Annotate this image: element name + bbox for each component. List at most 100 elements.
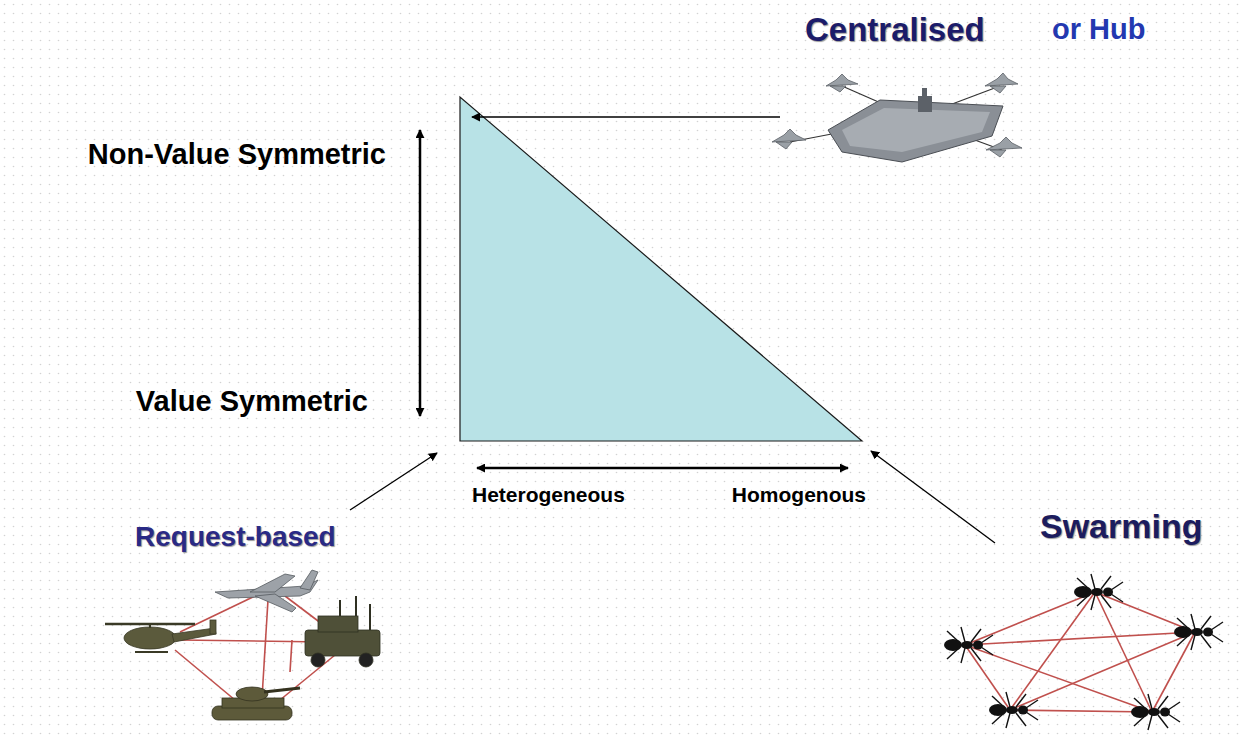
swarm-group-part-part xyxy=(961,641,973,649)
swarm-group-part-part xyxy=(973,641,983,650)
swarm-group-part-part xyxy=(1211,634,1223,642)
mode-heading-box: Swarming xyxy=(1040,507,1202,546)
carrier-group-part xyxy=(772,73,1022,157)
swarm-group-part xyxy=(944,627,993,663)
axis-arrow-part xyxy=(477,467,848,470)
swarm-group-part-part xyxy=(1168,714,1180,722)
swarm-group-part-part xyxy=(1131,706,1149,718)
axis-label-box: Non-Value Symmetric xyxy=(88,138,386,171)
swarm-group-part-part xyxy=(1101,576,1111,589)
pointer-arrow-part xyxy=(350,453,437,510)
carrier-group-part-part xyxy=(985,73,1018,93)
request-group-part-part xyxy=(172,628,216,642)
swarm-group-part-part xyxy=(1026,712,1038,720)
swarm-group-part xyxy=(965,645,1152,712)
swarm-group-part xyxy=(965,645,1010,710)
request-group xyxy=(105,570,380,720)
swarm-group-part-part xyxy=(1111,594,1123,602)
swarm-group-part xyxy=(965,632,1195,645)
carrier-group-part-part xyxy=(986,137,1022,157)
swarm-group-part-part xyxy=(1174,626,1192,638)
carrier-group-part xyxy=(918,96,932,112)
request-group-part-part xyxy=(180,596,255,632)
axis-label-box: Heterogeneous xyxy=(472,483,625,507)
swarm-group-part-part xyxy=(1006,692,1010,707)
swarm-group-part-part xyxy=(1101,595,1111,608)
request-group-part-part xyxy=(318,616,358,632)
request-group-part-part xyxy=(124,627,176,649)
swarm-group-part-part xyxy=(1158,715,1168,728)
swarm-group-part-part xyxy=(981,635,993,643)
request-group-part-part xyxy=(180,640,325,642)
swarm-group-part-part xyxy=(1201,635,1211,648)
hub-heading-box: Centralised xyxy=(805,11,985,49)
swarm-group-part-part xyxy=(1191,628,1203,636)
axis-label-box: Homogenous xyxy=(732,483,866,507)
swarm-group-part-part xyxy=(1006,706,1018,714)
pointer-arrow xyxy=(350,117,995,543)
swarm-group-part-part xyxy=(1016,713,1026,726)
swarm-group-part-part xyxy=(971,648,981,661)
mode-heading: Swarming xyxy=(1040,507,1202,546)
mode-heading: Request-based xyxy=(135,521,336,553)
request-group-part-part xyxy=(311,653,325,667)
swarm-group-part-part xyxy=(981,647,993,655)
swarm-group xyxy=(944,574,1223,730)
swarm-group-part-part xyxy=(1201,616,1211,629)
axis-arrow xyxy=(420,130,848,468)
swarm-group-part-part xyxy=(1006,713,1010,728)
swarm-group-part-part xyxy=(1103,588,1113,597)
swarm-group-part-part xyxy=(961,648,965,663)
request-group-part-part xyxy=(135,651,168,653)
request-group-part-part xyxy=(149,624,151,628)
swarm-group-part-part xyxy=(961,627,965,642)
swarm-group-part xyxy=(989,692,1038,728)
hub-heading-box: or Hub xyxy=(1052,13,1145,46)
request-group-part-part xyxy=(339,600,341,616)
carrier-group-part xyxy=(828,100,1003,162)
request-group-part-part xyxy=(264,688,300,692)
swarm-group-part-part xyxy=(971,629,981,642)
request-group-part-part xyxy=(250,574,295,592)
swarm-group-part-part xyxy=(1168,702,1180,710)
swarm-group-part-part xyxy=(1091,588,1103,596)
axis-label-box: Value Symmetric xyxy=(136,385,368,418)
axis-arrow-part xyxy=(419,130,422,416)
swarm-group-part xyxy=(1131,694,1180,730)
request-group-part xyxy=(212,687,300,720)
swarm-group-part-part xyxy=(1018,706,1028,715)
request-group-part-part xyxy=(210,620,216,634)
request-group-part-part xyxy=(255,594,296,612)
request-group-part-part xyxy=(359,653,373,667)
swarm-group-part-part xyxy=(1191,635,1195,650)
swarm-group-part-part xyxy=(1148,708,1160,716)
swarm-group-part xyxy=(1174,614,1223,650)
swarm-group-part-part xyxy=(1148,715,1152,730)
request-group-part-part xyxy=(175,650,235,700)
axis-label: Homogenous xyxy=(732,483,866,507)
swarm-group-part-part xyxy=(1148,694,1152,709)
request-group-part-part xyxy=(305,630,380,656)
carrier-group-part-part xyxy=(772,129,806,149)
request-group-part-part xyxy=(369,604,371,630)
axis-label: Heterogeneous xyxy=(472,483,625,507)
swarm-group-part-part xyxy=(1211,622,1223,630)
request-group-part-part xyxy=(262,600,268,698)
request-group-part xyxy=(215,570,318,612)
request-group-part-part xyxy=(300,570,318,590)
swarm-group-part xyxy=(1010,632,1195,710)
carrier-group-part xyxy=(922,88,927,97)
swarm-group-part-part xyxy=(1111,582,1123,590)
hub-heading: Centralised xyxy=(805,11,985,49)
swarm-group-part xyxy=(1074,574,1123,610)
axis-label: Value Symmetric xyxy=(136,385,368,418)
axis-label: Non-Value Symmetric xyxy=(88,138,386,171)
carrier-group xyxy=(772,73,1022,162)
swarm-group-part xyxy=(1152,632,1195,712)
request-group-part-part xyxy=(280,655,335,700)
request-group-part xyxy=(105,620,216,652)
